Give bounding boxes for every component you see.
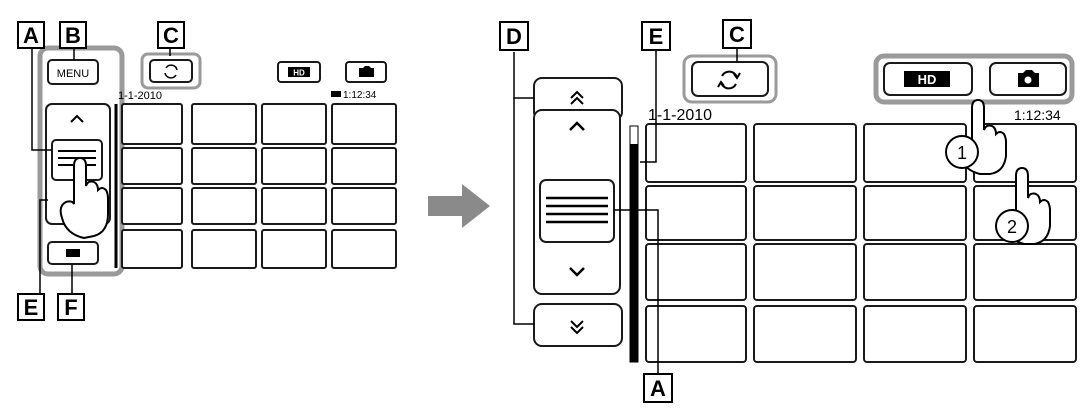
thumbnail[interactable] [191,187,257,225]
label-box-c [722,19,752,49]
chevron-up-icon [569,121,585,131]
thumbnail[interactable] [645,243,747,301]
thumbnail[interactable] [753,305,857,363]
thumbnail[interactable] [121,229,183,269]
thumbnail[interactable] [645,185,747,241]
label-box-b [59,21,87,49]
thumbnail[interactable] [331,103,397,145]
left-hd-label: HD [293,69,305,78]
swap-icon [717,70,741,90]
right-swap-highlight [682,54,778,104]
left-battery-icon [331,91,341,97]
thumbnail[interactable] [261,103,327,145]
right-scroll-handle[interactable] [539,179,615,243]
thumbnail[interactable] [191,147,257,185]
label-box-f [57,293,85,321]
thumbnail[interactable] [753,185,857,241]
hamburger-icon [546,196,608,224]
right-labels: D E C A [499,19,752,403]
thumbnail[interactable] [121,103,183,145]
left-hd-badge [288,67,310,77]
film-icon [66,249,80,257]
left-counter: 1:12:34 [343,90,377,101]
label-box-a [643,373,673,403]
thumbnail[interactable] [331,187,397,225]
step-2-circle [995,209,1029,243]
right-counter: 1:12:34 [1014,107,1061,123]
right-swap-button[interactable] [691,61,769,97]
thumbnail[interactable] [331,229,397,269]
thumbnail[interactable] [753,243,857,301]
label-b: B [65,23,81,48]
left-menu-label: MENU [57,68,89,80]
label-e: E [24,295,39,320]
label-box-e [17,293,45,321]
left-labels: A B C E F [17,21,185,321]
double-chevron-down-icon [570,320,584,335]
label-box-d [499,21,529,51]
right-thumbnail-grid [645,123,1077,363]
left-screen: MENU HD 1-1-2010 1:12:34 [31,44,397,296]
thumbnail[interactable] [191,229,257,269]
thumbnail[interactable] [645,305,747,363]
label-c: C [163,23,179,48]
right-hd-label: HD [918,72,937,87]
thumbnail[interactable] [863,243,967,301]
label-a: A [23,23,39,48]
thumbnail[interactable] [645,123,747,183]
right-hd-badge [904,71,950,87]
left-leader-lines [31,44,171,296]
thumbnail[interactable] [261,187,327,225]
thumbnail[interactable] [863,185,967,241]
right-leader-lines [513,48,738,378]
left-menu-button[interactable] [47,59,99,85]
chevron-down-icon [569,267,585,277]
label-box-e [641,21,671,51]
thumbnail[interactable] [863,305,967,363]
label-a: A [650,376,666,401]
thumbnail[interactable] [973,305,1077,363]
left-date: 1-1-2010 [118,90,162,102]
left-swap-button[interactable] [149,59,193,83]
label-box-c [157,21,185,49]
swap-icon [164,64,178,79]
double-chevron-up-icon [570,90,584,105]
right-screen: HD 1-1-2010 1:12:34 [513,48,1077,378]
thumbnail[interactable] [753,123,857,183]
label-f: F [64,295,77,320]
thumbnail[interactable] [261,229,327,269]
hand-pointer-icon [59,156,109,240]
thumbnail[interactable] [121,147,183,185]
thumbnail[interactable] [261,147,327,185]
label-box-a [17,21,45,49]
chevron-up-icon [70,114,84,123]
left-swap-highlight [140,52,202,90]
thumbnail[interactable] [973,243,1077,301]
step-2-label: 2 [1007,217,1017,237]
transition-arrow [428,184,490,228]
label-c: C [729,22,745,47]
right-date: 1-1-2010 [648,107,712,124]
left-thumbnail-grid [121,103,397,269]
camera-lens [1024,76,1032,84]
camera-icon [359,66,374,77]
label-d: D [506,24,522,49]
thumbnail[interactable] [121,187,183,225]
thumbnail[interactable] [331,147,397,185]
right-scrollbar-thumb[interactable] [630,144,638,362]
label-e: E [649,24,664,49]
thumbnail[interactable] [191,103,257,145]
step-1-circle [945,135,979,169]
step-1-label: 1 [957,143,967,163]
